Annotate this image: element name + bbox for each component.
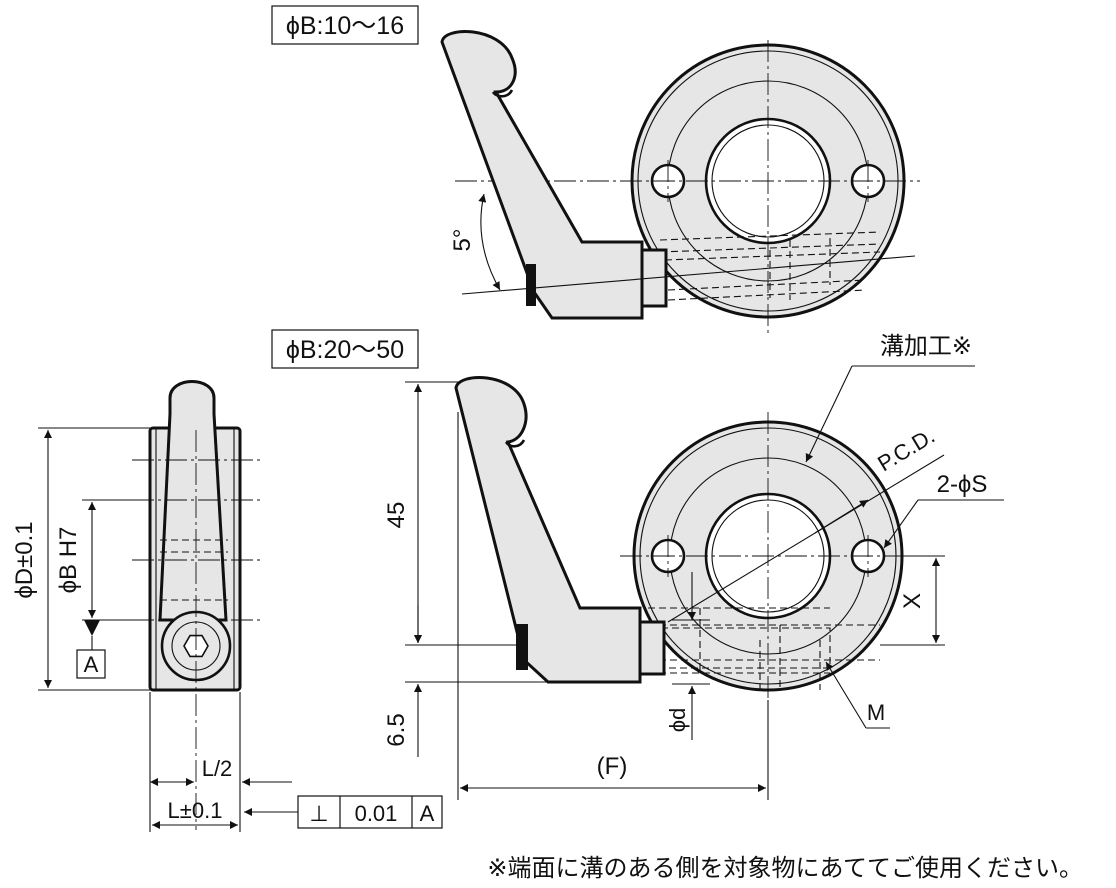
top-view: ϕB:10～16 5° xyxy=(271,5,920,335)
variant-large-label: ϕB:20～50 xyxy=(286,336,404,364)
side-lever xyxy=(158,380,228,622)
pcd-label: P.C.D. xyxy=(873,423,939,476)
front-view: ϕB:20～50 45 6.5 xyxy=(271,329,1004,800)
dim-d: ϕd xyxy=(665,708,690,733)
variant-small-box xyxy=(271,5,419,45)
tolerance-frame: ⊥ 0.01 A xyxy=(297,795,443,829)
dim-D: ϕD±0.1 xyxy=(11,521,38,598)
tol-datum: A xyxy=(420,801,435,826)
angle-label: 5° xyxy=(449,229,476,252)
holes-label: 2-ϕS xyxy=(937,471,988,498)
dim-B: ϕB H7 xyxy=(55,527,82,594)
tol-symbol: ⊥ xyxy=(309,801,328,826)
tol-value: 0.01 xyxy=(355,801,398,826)
dim-L2: L/2 xyxy=(202,756,233,781)
front-lever xyxy=(454,376,642,684)
front-lever-boss xyxy=(638,620,666,676)
dim-L: L±0.1 xyxy=(168,798,223,823)
front-lever-tip xyxy=(516,624,528,670)
side-view: ϕD±0.1 ϕB H7 A L/2 L±0.1 ⊥ 0.01 A xyxy=(11,380,443,832)
variant-small-label: ϕB:10～16 xyxy=(286,12,404,40)
groove-label: 溝加工※ xyxy=(880,333,972,360)
dim-45: 45 xyxy=(383,502,410,529)
dim-6-5: 6.5 xyxy=(383,713,410,746)
usage-note: ※端面に溝のある側を対象物にあててご使用ください。 xyxy=(487,855,1083,882)
dim-F: (F) xyxy=(597,753,628,780)
datum-label: A xyxy=(84,652,99,677)
dim-X: X xyxy=(899,593,926,609)
variant-large-box xyxy=(271,329,419,369)
datum-box xyxy=(76,649,106,679)
dim-M: M xyxy=(867,700,885,725)
top-lever xyxy=(440,30,644,320)
top-lever-tip xyxy=(526,264,536,306)
